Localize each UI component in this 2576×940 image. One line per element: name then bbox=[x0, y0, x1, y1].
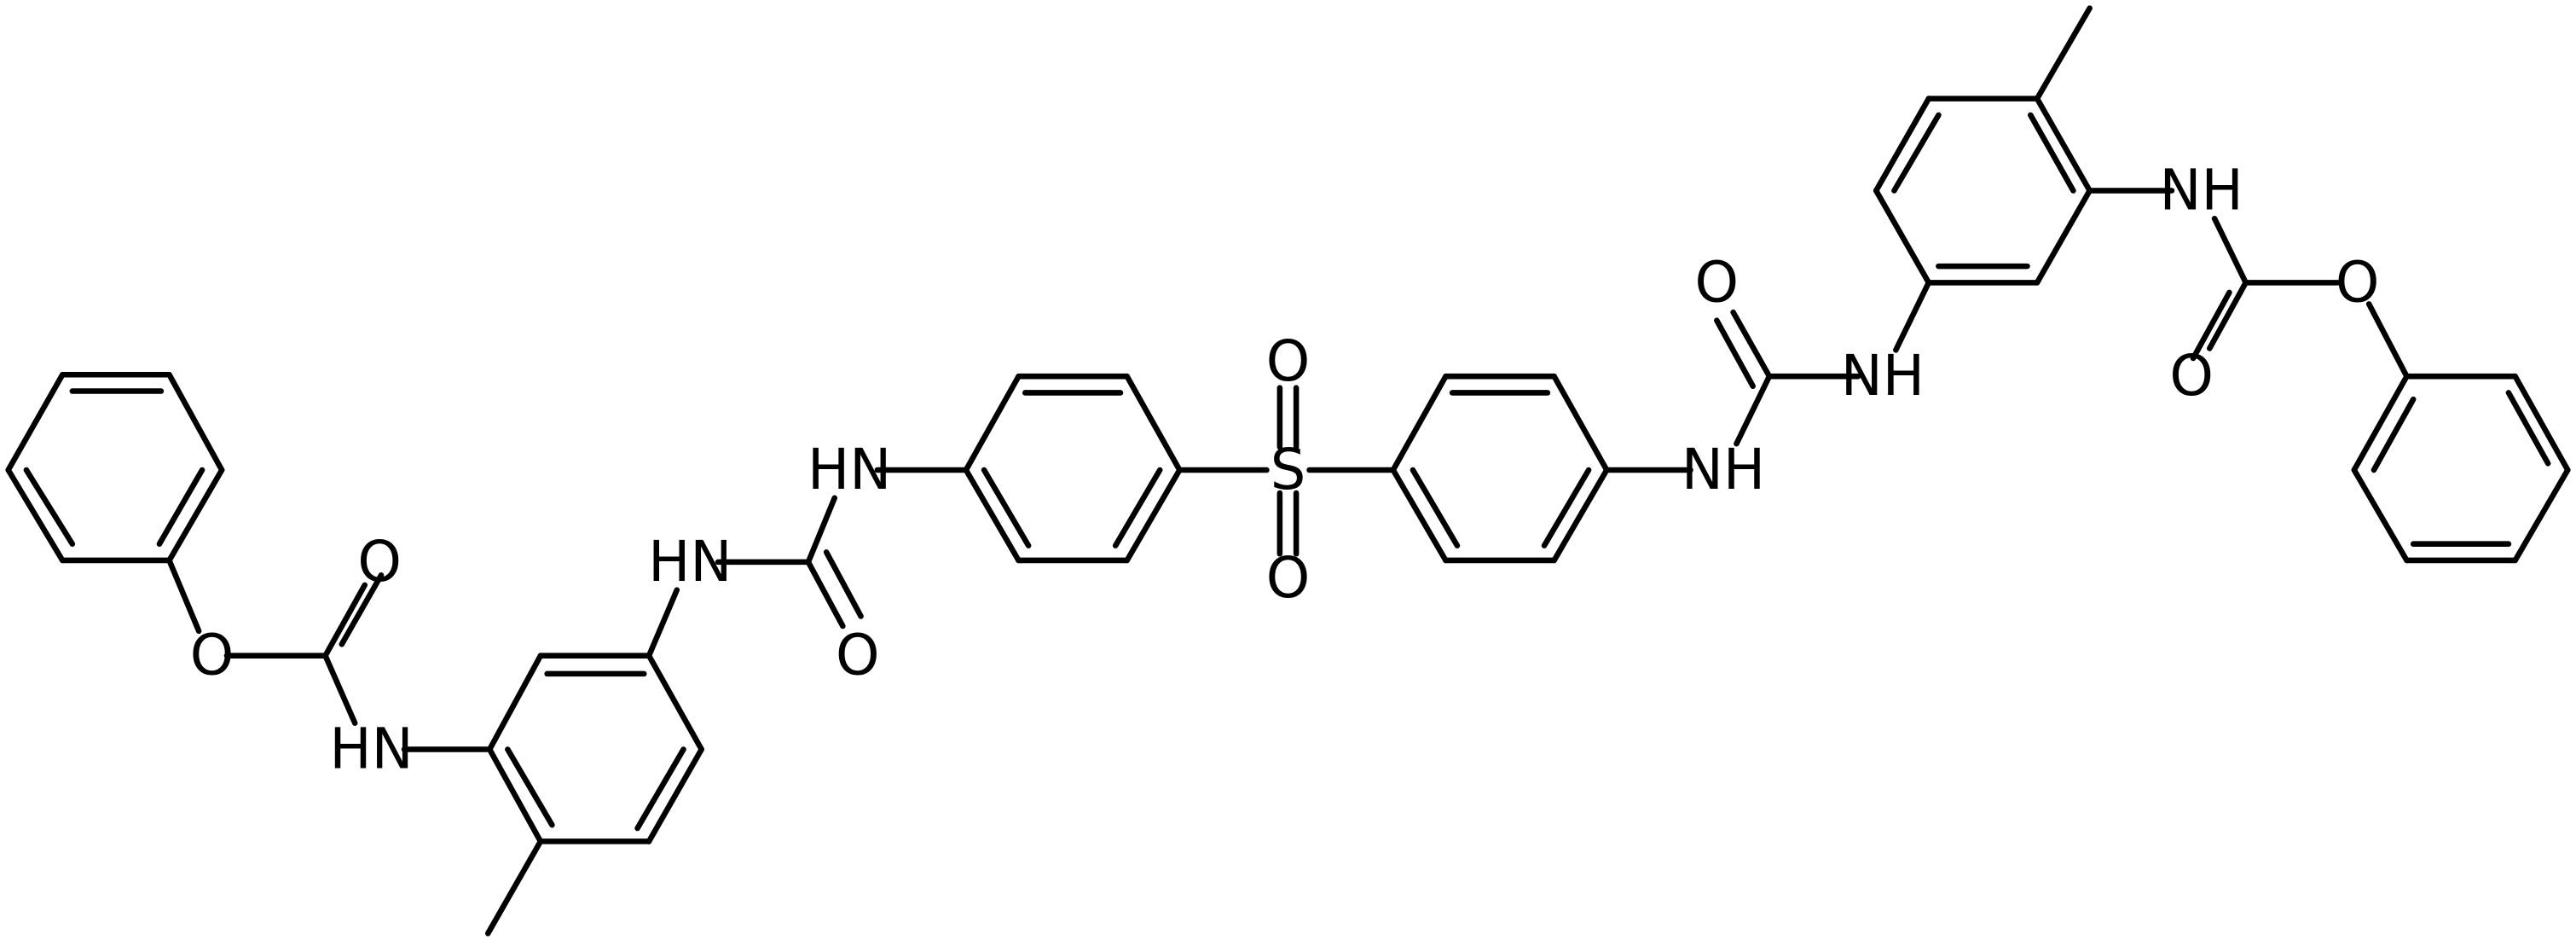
bond-line bbox=[1124, 467, 1183, 564]
bond-line bbox=[2211, 215, 2249, 286]
atom-label-o1: O bbox=[190, 624, 234, 688]
bond-line bbox=[1734, 373, 1773, 447]
bond-line bbox=[166, 467, 225, 564]
bond-line bbox=[1873, 96, 1932, 194]
bond-line bbox=[1124, 373, 1183, 473]
bond-line bbox=[2351, 467, 2410, 564]
bond-line bbox=[484, 838, 544, 937]
bond-line bbox=[2028, 112, 2076, 194]
bond-line bbox=[2190, 289, 2232, 362]
bond-line bbox=[1410, 467, 1461, 548]
bond-line bbox=[1390, 467, 1449, 564]
bond-line bbox=[2034, 188, 2093, 286]
bond-line bbox=[505, 746, 555, 828]
bond-line bbox=[1551, 467, 1610, 564]
bond-line bbox=[963, 373, 1022, 473]
bond-line bbox=[486, 653, 544, 752]
bond-line bbox=[1714, 317, 1756, 390]
bond-line bbox=[2034, 96, 2093, 194]
atom-label-n2: HN bbox=[648, 530, 732, 595]
bond-line bbox=[634, 746, 686, 832]
bond-line bbox=[2370, 396, 2417, 473]
bond-line bbox=[1551, 373, 1610, 473]
bond-line bbox=[1112, 467, 1163, 548]
bond-line bbox=[2034, 5, 2093, 102]
bond-line bbox=[981, 467, 1032, 548]
bond-line bbox=[1891, 112, 1942, 194]
atom-label-o6: O bbox=[1695, 250, 1740, 315]
atom-label-n5: NH bbox=[1841, 344, 1925, 409]
atom-label-o4: O bbox=[1266, 329, 1311, 394]
atom-label-o7: O bbox=[2169, 344, 2214, 409]
bond-line bbox=[2512, 373, 2571, 473]
bond-line bbox=[486, 746, 544, 844]
bond-line bbox=[322, 582, 368, 659]
bond-line bbox=[963, 467, 1022, 564]
atom-label-o3: O bbox=[836, 624, 880, 688]
bond-line bbox=[166, 371, 225, 473]
bond-line bbox=[339, 572, 385, 647]
bond-line bbox=[156, 467, 206, 547]
bond-line bbox=[23, 467, 76, 547]
atom-label-o5: O bbox=[1266, 546, 1311, 611]
bond-line bbox=[2505, 390, 2551, 467]
bond-line bbox=[2365, 301, 2410, 380]
bond-line bbox=[645, 746, 704, 844]
bond-line bbox=[645, 587, 680, 659]
bond-line bbox=[805, 495, 838, 566]
bond-line bbox=[645, 653, 704, 752]
bond-line bbox=[5, 371, 66, 473]
atom-label-o2: O bbox=[357, 530, 402, 595]
atom-label-s1: S bbox=[1271, 438, 1306, 502]
bond-line bbox=[2351, 373, 2410, 473]
bond-line bbox=[166, 557, 202, 635]
bond-line bbox=[1390, 373, 1449, 473]
bond-line bbox=[5, 467, 66, 564]
bond-layer bbox=[5, 5, 2571, 937]
atom-label-o8: O bbox=[2336, 250, 2380, 315]
bond-line bbox=[1541, 467, 1592, 548]
atom-label-n4: NH bbox=[1682, 438, 1765, 502]
atom-label-n3: HN bbox=[808, 438, 891, 502]
bond-line bbox=[1730, 309, 1773, 380]
bond-line bbox=[2512, 467, 2571, 564]
atom-label-n6: NH bbox=[2160, 158, 2243, 223]
bond-line bbox=[805, 559, 846, 630]
atom-label-layer: O O HN HN O HN S O O NH O NH NH O O bbox=[190, 158, 2380, 781]
bond-line bbox=[1893, 280, 1932, 353]
bond-line bbox=[322, 653, 358, 726]
atom-label-n1: HN bbox=[329, 717, 413, 782]
bond-line bbox=[2207, 280, 2249, 351]
bond-line bbox=[1873, 188, 1932, 286]
bond-line bbox=[823, 549, 864, 619]
